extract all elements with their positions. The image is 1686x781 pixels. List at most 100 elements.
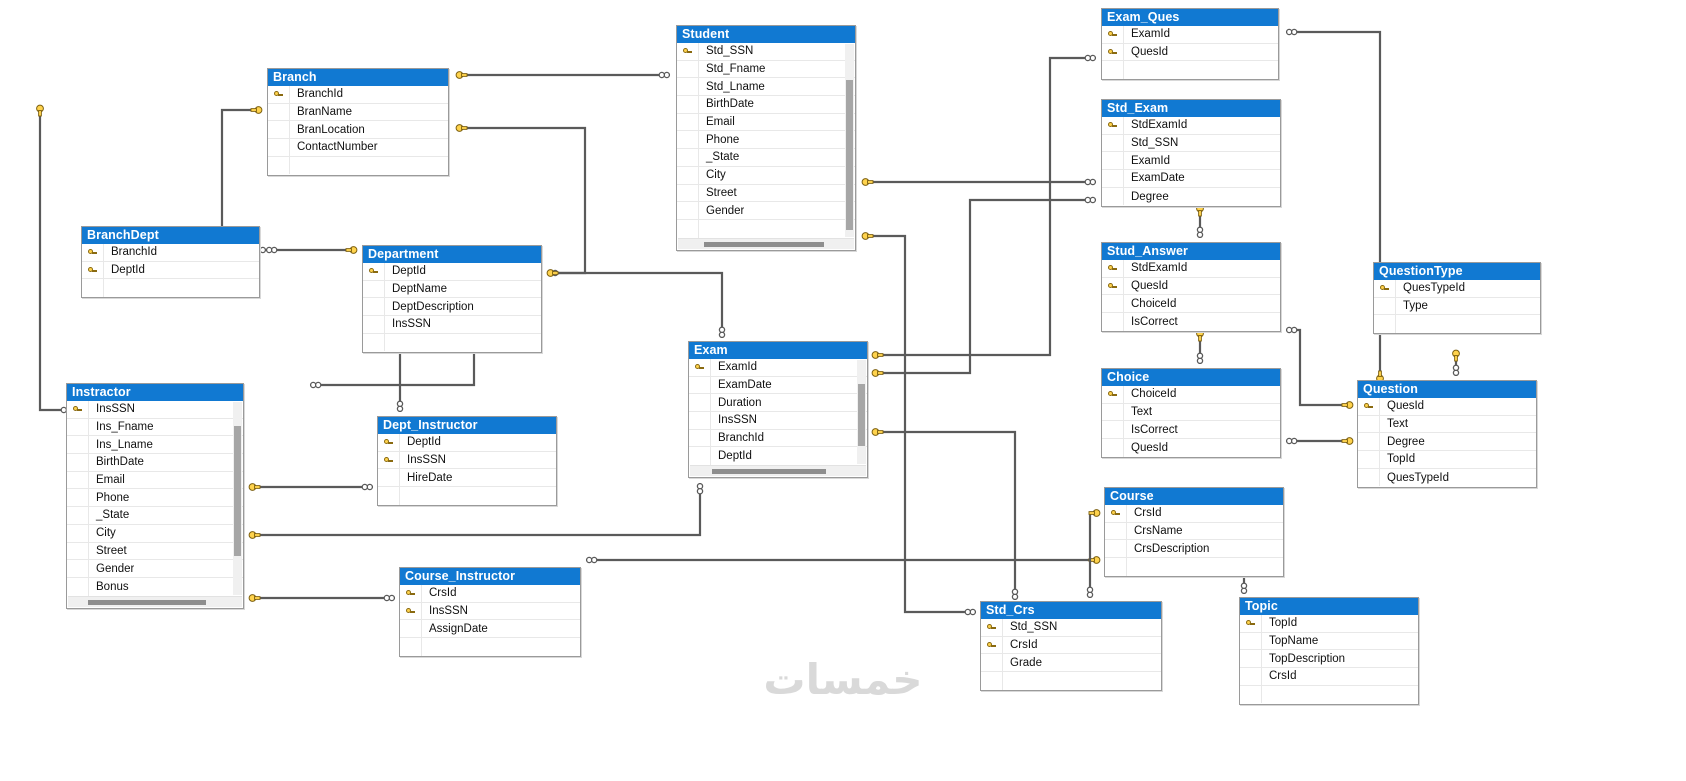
column-row-pk[interactable]: Std_SSN [677, 43, 855, 61]
column-row-pk[interactable]: QuesTypeId [1374, 280, 1540, 298]
vertical-scrollbar-thumb[interactable] [234, 426, 241, 556]
column-row[interactable]: DeptId [689, 447, 867, 466]
column-row[interactable]: CrsId [1240, 668, 1418, 686]
table-header-course[interactable]: Course [1105, 488, 1283, 505]
table-header-department[interactable]: Department [363, 246, 541, 263]
table-header-exam_ques[interactable]: Exam_Ques [1102, 9, 1278, 26]
column-row-pk[interactable]: Std_SSN [981, 619, 1161, 637]
column-row-pk[interactable]: InsSSN [400, 602, 580, 621]
table-header-questiontype[interactable]: QuestionType [1374, 263, 1540, 280]
column-row[interactable]: Std_Lname [677, 78, 855, 97]
relationship-line-r20[interactable] [1286, 328, 1353, 407]
column-row[interactable]: HireDate [378, 469, 556, 488]
column-row[interactable]: Email [67, 471, 243, 490]
column-row[interactable]: CrsDescription [1105, 540, 1283, 559]
column-row-pk[interactable]: TopId [1240, 615, 1418, 633]
column-row[interactable]: City [67, 524, 243, 543]
table-header-topic[interactable]: Topic [1240, 598, 1418, 615]
column-row-pk[interactable]: StdExamId [1102, 117, 1280, 135]
column-row-pk[interactable]: ExamId [689, 359, 867, 377]
column-row[interactable]: AssignDate [400, 620, 580, 639]
column-row[interactable]: Phone [677, 131, 855, 150]
column-row[interactable]: ContactNumber [268, 139, 448, 157]
column-row-pk[interactable]: InsSSN [378, 451, 556, 470]
column-row[interactable]: _State [677, 149, 855, 167]
relationship-line-r10[interactable] [249, 483, 702, 537]
column-row-pk[interactable]: QuesId [1102, 277, 1280, 296]
column-row[interactable]: InsSSN [363, 316, 541, 334]
column-row[interactable]: BranName [268, 103, 448, 122]
column-row[interactable]: Gender [677, 202, 855, 220]
column-row[interactable]: Type [1374, 297, 1540, 316]
column-row[interactable]: CrsName [1105, 522, 1283, 541]
horizontal-scrollbar-thumb[interactable] [704, 241, 824, 247]
relationship-line-r16[interactable] [872, 198, 1096, 375]
column-row[interactable]: ExamId [1102, 152, 1280, 171]
vertical-scrollbar[interactable] [857, 360, 866, 465]
table-header-branch[interactable]: Branch [268, 69, 448, 86]
column-row[interactable]: Duration [689, 394, 867, 413]
column-row-pk[interactable]: ExamId [1102, 26, 1278, 44]
horizontal-scrollbar-thumb[interactable] [712, 469, 826, 475]
column-row[interactable]: QuesTypeId [1358, 468, 1536, 487]
vertical-scrollbar-thumb[interactable] [846, 80, 853, 230]
horizontal-scrollbar[interactable] [690, 465, 866, 477]
column-row[interactable]: Ins_Lname [67, 436, 243, 455]
column-row[interactable]: Street [67, 542, 243, 561]
column-row[interactable]: Text [1358, 415, 1536, 434]
table-header-exam[interactable]: Exam [689, 342, 867, 359]
relationship-line-r6[interactable] [547, 271, 724, 338]
table-header-branchdept[interactable]: BranchDept [82, 227, 259, 244]
column-row[interactable]: Bonus [67, 577, 243, 596]
column-row[interactable]: BranchId [689, 429, 867, 448]
column-row[interactable]: Email [677, 113, 855, 132]
column-row[interactable]: DeptName [363, 280, 541, 299]
column-row[interactable]: BirthDate [677, 96, 855, 114]
table-header-std_exam[interactable]: Std_Exam [1102, 100, 1280, 117]
column-row-pk[interactable]: CrsId [981, 636, 1161, 655]
horizontal-scrollbar[interactable] [68, 595, 242, 607]
relationship-line-r5[interactable] [38, 105, 72, 412]
column-row[interactable]: Degree [1358, 433, 1536, 452]
vertical-scrollbar-thumb[interactable] [858, 384, 865, 446]
column-row[interactable]: BranLocation [268, 121, 448, 140]
column-row[interactable]: _State [67, 507, 243, 525]
column-row[interactable]: Phone [67, 489, 243, 508]
column-row-pk[interactable]: QuesId [1102, 43, 1278, 62]
column-row[interactable]: Std_Fname [677, 60, 855, 79]
column-row[interactable]: InsSSN [689, 412, 867, 430]
column-row-pk[interactable]: DeptId [82, 261, 259, 280]
column-row-pk[interactable]: DeptId [378, 434, 556, 452]
column-row[interactable]: QuesId [1102, 439, 1280, 457]
column-row-pk[interactable]: StdExamId [1102, 260, 1280, 278]
column-row[interactable]: TopDescription [1240, 650, 1418, 669]
column-row[interactable]: IsCorrect [1102, 313, 1280, 331]
column-row-pk[interactable]: CrsId [400, 585, 580, 603]
column-row-pk[interactable]: InsSSN [67, 401, 243, 419]
table-header-instractor[interactable]: Instractor [67, 384, 243, 401]
column-row[interactable]: TopName [1240, 632, 1418, 651]
relationship-line-r15[interactable] [872, 56, 1096, 357]
column-row[interactable]: Grade [981, 654, 1161, 673]
column-row[interactable]: Street [677, 184, 855, 203]
column-row-pk[interactable]: BranchId [268, 86, 448, 104]
vertical-scrollbar[interactable] [233, 402, 242, 595]
relationship-line-r8[interactable] [310, 340, 476, 387]
column-row-pk[interactable]: CrsId [1105, 505, 1283, 523]
column-row-pk[interactable]: QuesId [1358, 398, 1536, 416]
column-row[interactable]: IsCorrect [1102, 421, 1280, 440]
relationship-line-r17[interactable] [872, 430, 1017, 600]
horizontal-scrollbar-thumb[interactable] [88, 599, 206, 605]
table-header-choice[interactable]: Choice [1102, 369, 1280, 386]
column-row-pk[interactable]: BranchId [82, 244, 259, 262]
column-row[interactable]: ChoiceId [1102, 295, 1280, 314]
